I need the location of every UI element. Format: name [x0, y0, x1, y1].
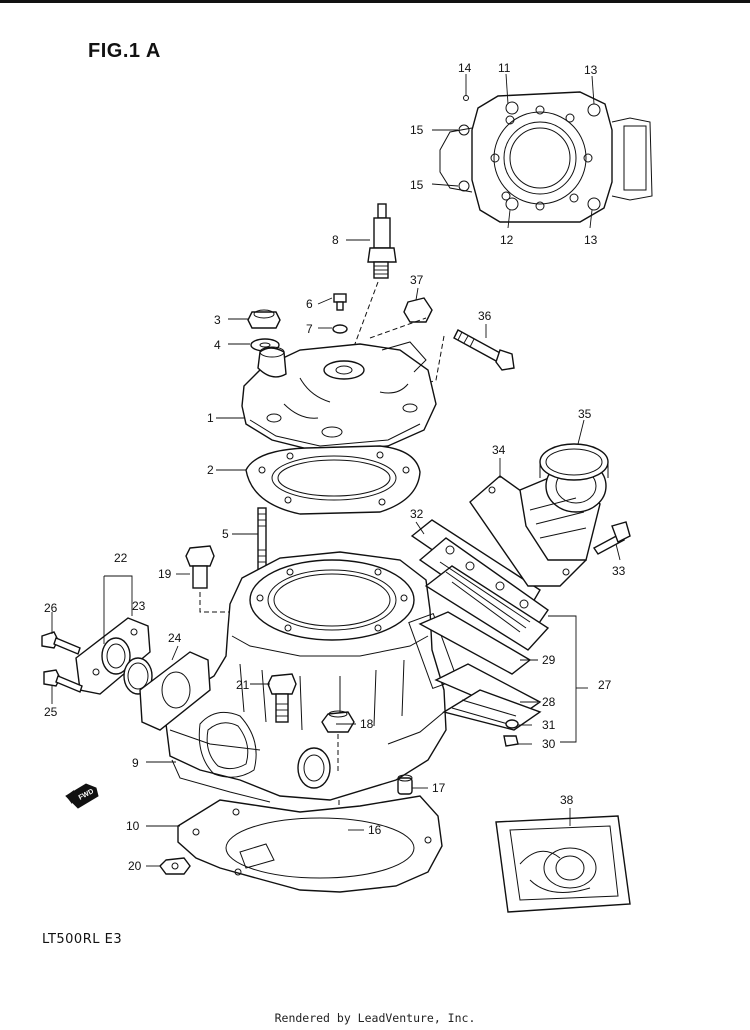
render-credit: Rendered by LeadVenture, Inc. [274, 1011, 476, 1025]
callout-4: 4 [214, 338, 221, 352]
callout-6: 6 [306, 297, 313, 311]
callout-18: 18 [360, 717, 374, 731]
head-bolt-and-washer [332, 293, 348, 334]
intake-clamp [539, 443, 609, 481]
callout-20: 20 [128, 859, 142, 873]
figure-title: FIG.1 A [88, 40, 161, 62]
drain-nut [159, 857, 191, 875]
callout-36: 36 [478, 309, 492, 323]
model-code: LT500RL E3 [42, 932, 123, 947]
callout-24: 24 [168, 631, 182, 645]
callout-34: 34 [492, 443, 506, 457]
cylinder-nut [321, 710, 355, 733]
head-nut-and-washer [247, 309, 281, 352]
callout-27: 27 [598, 678, 612, 692]
callout-12: 12 [500, 233, 514, 247]
callout-28: 28 [542, 695, 556, 709]
callout-7: 7 [306, 322, 313, 336]
callout-31: 31 [542, 718, 556, 732]
callout-32: 32 [410, 507, 424, 521]
cylinder-head [241, 341, 437, 453]
cylinder-stud [257, 507, 267, 571]
callout-37: 37 [410, 273, 424, 287]
head-gasket [245, 445, 421, 515]
callout-15b: 15 [410, 178, 424, 192]
exhaust-flange-plate [75, 617, 151, 695]
dowel-pin-small [397, 774, 413, 795]
exhaust-o-ring [123, 657, 153, 695]
reed-stopper-screw [503, 719, 519, 747]
callout-19: 19 [158, 567, 172, 581]
spark-plug [367, 203, 397, 279]
callout-38: 38 [560, 793, 574, 807]
cylinder-head-top-view [439, 91, 653, 223]
callout-10: 10 [126, 819, 140, 833]
callout-30: 30 [542, 737, 556, 751]
cylinder-bolt [267, 673, 297, 723]
stud-bolt [453, 329, 515, 371]
callout-26: 26 [44, 601, 58, 615]
callout-29: 29 [542, 653, 556, 667]
callout-21: 21 [236, 678, 250, 692]
callout-8: 8 [332, 233, 339, 247]
callout-5: 5 [222, 527, 229, 541]
exhaust-gasket [139, 651, 211, 731]
callout-33: 33 [612, 564, 626, 578]
exhaust-bolt-lower [43, 669, 83, 693]
callout-14: 14 [458, 61, 472, 75]
leader-lines [51, 73, 621, 867]
callout-22: 22 [114, 551, 128, 565]
cylinder-block [165, 551, 458, 803]
collar-nut [403, 297, 433, 323]
callout-25: 25 [44, 705, 58, 719]
intake-bolt [592, 521, 631, 555]
exhaust-bolt-upper [41, 631, 81, 655]
callout-17: 17 [432, 781, 446, 795]
callout-3: 3 [214, 313, 221, 327]
callout-numbers: 1 2 3 4 5 6 7 8 9 10 11 12 13 13 14 15 1… [44, 61, 626, 873]
callout-1: 1 [207, 411, 214, 425]
callout-35: 35 [578, 407, 592, 421]
callout-13a: 13 [584, 63, 598, 77]
reed-valve-assembly [410, 519, 550, 731]
callout-11: 11 [498, 61, 511, 75]
callout-9: 9 [132, 756, 139, 770]
forward-arrow-icon: FWD [65, 783, 99, 809]
hollow-bolt [185, 545, 215, 589]
callout-23: 23 [132, 599, 146, 613]
callout-2: 2 [207, 463, 214, 477]
callout-16: 16 [368, 823, 382, 837]
top-border-line [0, 0, 750, 3]
cylinder-base-gasket [177, 795, 443, 893]
callout-13b: 13 [584, 233, 598, 247]
callout-15a: 15 [410, 123, 424, 137]
gasket-set-bag [495, 808, 631, 913]
